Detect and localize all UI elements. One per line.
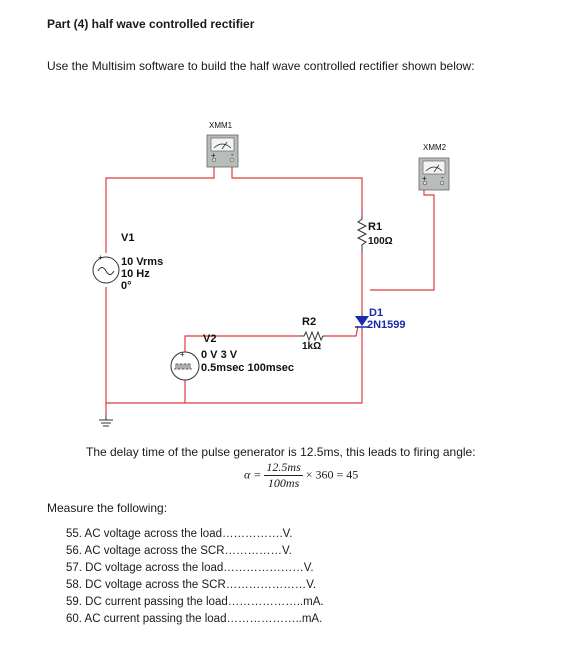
v1-plus: + [98,253,103,262]
measurement-item: 60. AC current passing the load………………..m… [66,613,323,625]
measurement-item: 59. DC current passing the load………………..m… [66,596,324,608]
ac-source-v1-icon[interactable]: + V1 10 Vrms 10 Hz 0° [92,232,163,292]
measurement-item: 58. DC voltage across the SCR…………………V. [66,579,317,591]
d1-part: 2N1599 [367,319,406,331]
v2-levels: 0 V 3 V [201,349,238,361]
formula-numerator: 12.5ms [264,460,303,476]
formula-lhs: α = [244,467,262,482]
resistor-r2-icon[interactable]: R2 1kΩ [300,316,325,352]
measurement-item: 57. DC voltage across the load…………………V. [66,562,314,574]
firing-angle-formula: α = 12.5ms 100ms × 360 = 45 [244,460,358,491]
r1-value: 100Ω [368,236,393,247]
v1-phase: 0° [121,280,132,292]
wires [105,167,435,415]
measurement-list: 55. AC voltage across the load…………….V. 5… [66,526,324,628]
v1-frequency: 10 Hz [121,268,150,280]
formula-fraction: 12.5ms 100ms [264,460,303,491]
page-heading: Part (4) half wave controlled rectifier [47,17,255,31]
scr-d1-icon[interactable]: D1 2N1599 [355,307,406,331]
formula-denominator: 100ms [267,476,300,490]
xmm2-label: XMM2 [423,143,447,152]
resistor-r1-icon[interactable]: R1 100Ω [356,215,393,252]
r2-name: R2 [302,316,316,328]
r1-name: R1 [368,221,382,233]
xmm2-plus: + [422,174,427,183]
xmm2-minus: - [441,173,444,182]
ground-icon [99,415,113,427]
v2-name: V2 [203,333,216,345]
v2-plus: + [180,350,185,359]
xmm1-label: XMM1 [209,121,233,130]
v2-timing: 0.5msec 100msec [201,362,294,374]
multimeter-xmm1-icon[interactable]: XMM1 + - [206,121,239,168]
measure-title: Measure the following: [47,501,168,515]
pulse-source-v2-icon[interactable]: + V2 0 V 3 V 0.5msec 100msec [170,333,294,381]
d1-name: D1 [369,307,383,319]
r2-value: 1kΩ [302,341,321,352]
measurement-item: 55. AC voltage across the load…………….V. [66,528,293,540]
formula-rhs: × 360 = 45 [305,467,359,482]
xmm1-minus: - [231,150,234,159]
measurement-item: 56. AC voltage across the SCR……………V. [66,545,292,557]
intro-text: Use the Multisim software to build the h… [47,59,475,73]
v1-name: V1 [121,232,134,244]
delay-description: The delay time of the pulse generator is… [86,445,476,459]
multimeter-xmm2-icon[interactable]: XMM2 + - [418,143,450,191]
xmm1-plus: + [211,151,216,160]
v1-voltage: 10 Vrms [121,256,163,268]
